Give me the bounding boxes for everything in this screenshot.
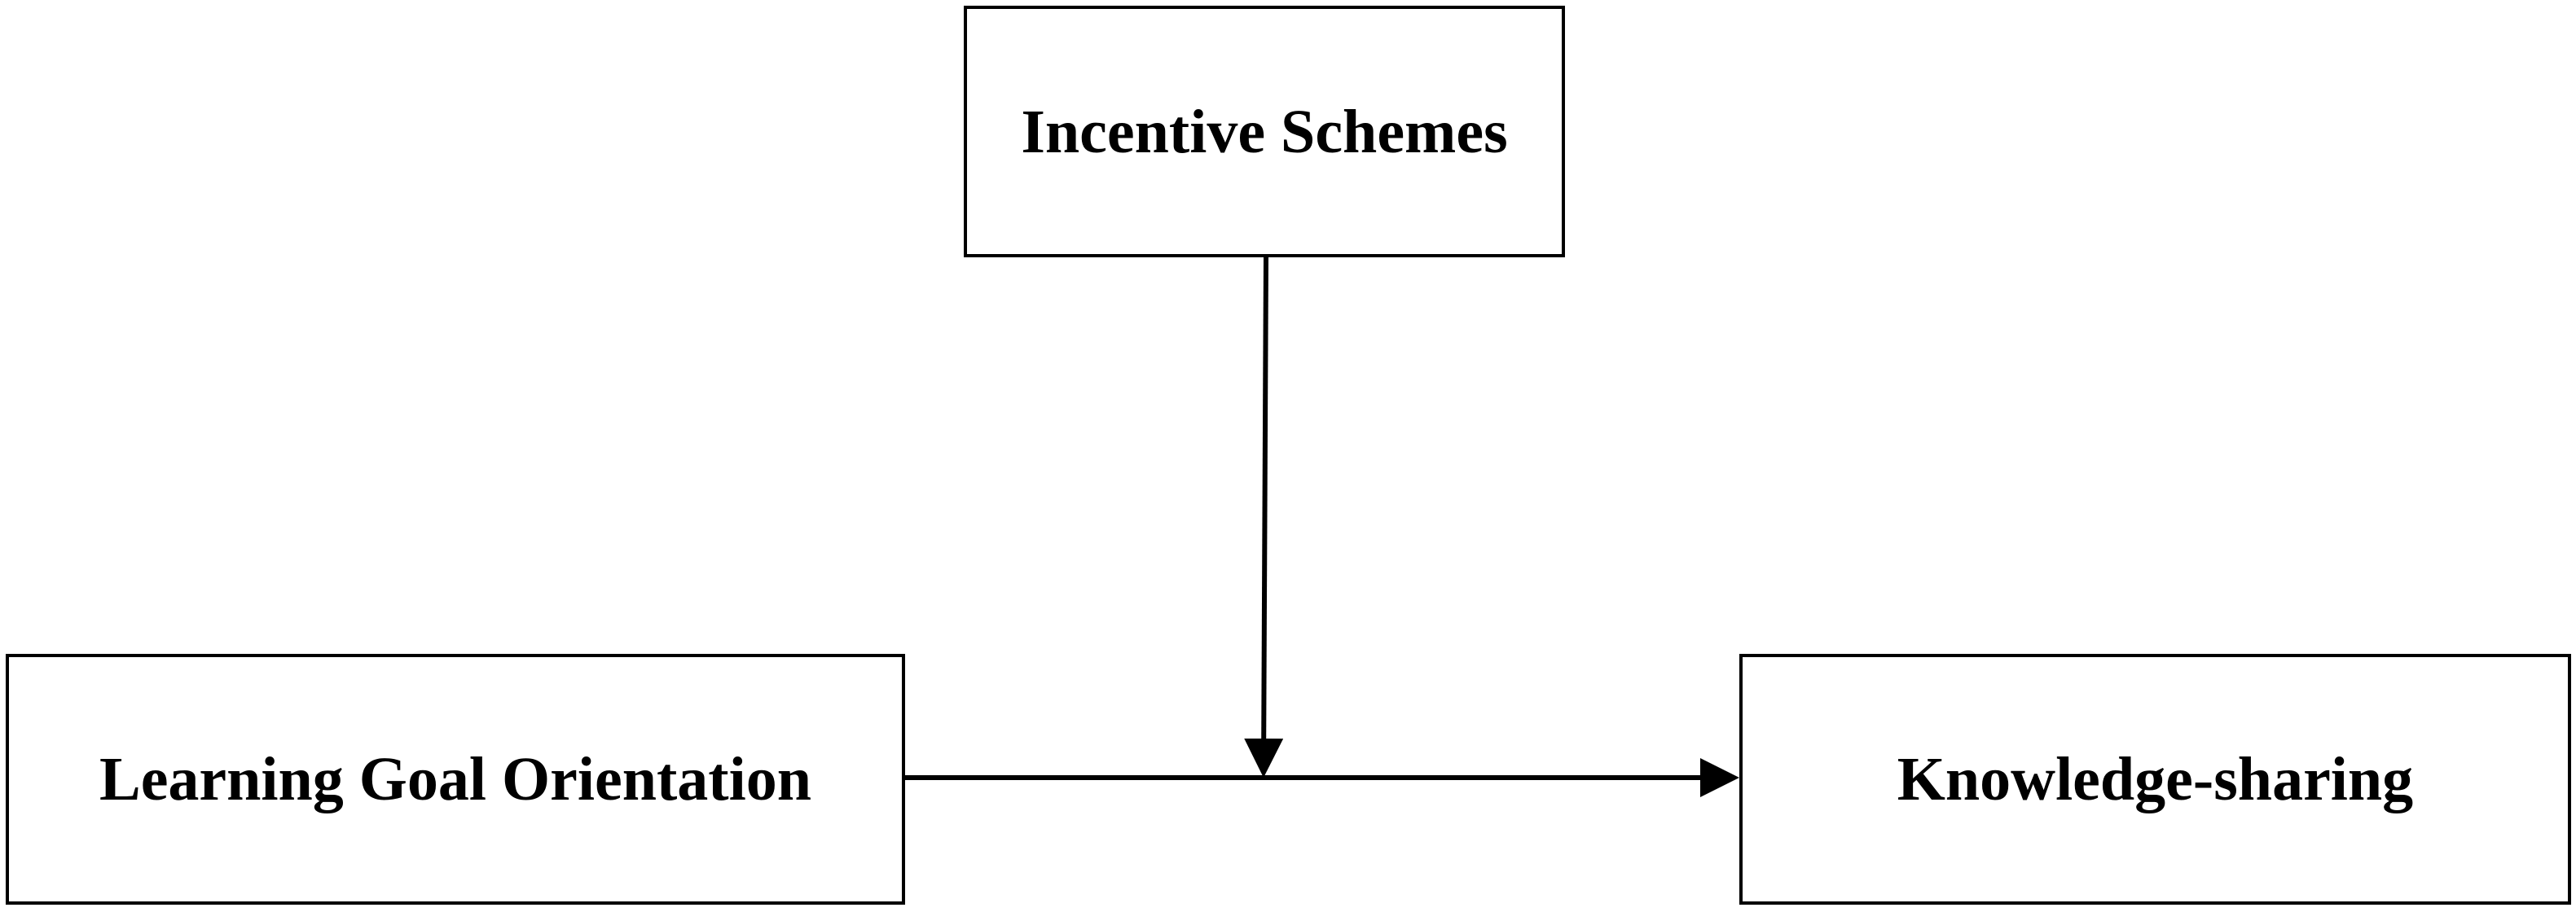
incentive-schemes-label: Incentive Schemes: [1021, 97, 1508, 166]
knowledge-sharing-label: Knowledge-sharing: [1897, 745, 2414, 813]
knowledge-sharing-box: Knowledge-sharing: [1739, 654, 2571, 905]
arrow-moderator-to-path: [1244, 256, 1284, 778]
incentive-schemes-box: Incentive Schemes: [964, 6, 1565, 257]
learning-goal-orientation-box: Learning Goal Orientation: [6, 654, 905, 905]
learning-goal-orientation-label: Learning Goal Orientation: [99, 745, 811, 813]
